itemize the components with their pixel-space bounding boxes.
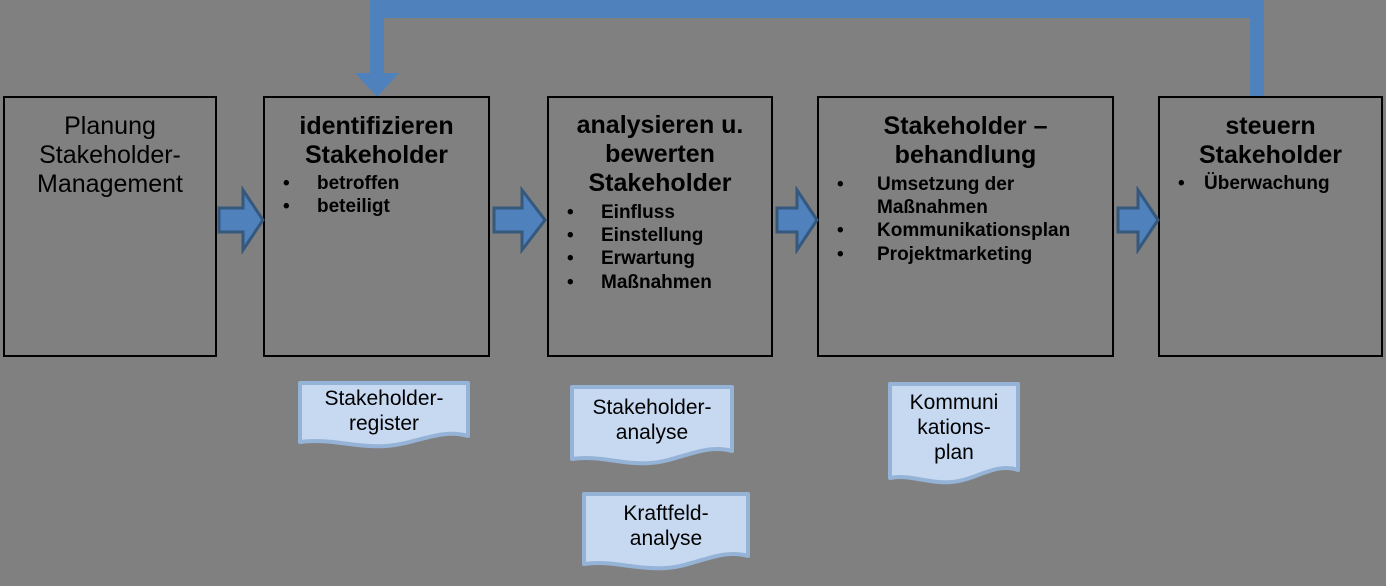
process-box-behandlung-title-line: behandlung	[894, 141, 1037, 169]
list-item: • betroffen	[265, 172, 488, 195]
arrow-behandlung-to-steuern	[1116, 186, 1160, 254]
list-item: • Einstellung	[549, 224, 771, 247]
list-item: • Projektmarketing	[819, 243, 1104, 266]
list-item-label: beteiligt	[317, 196, 390, 218]
process-box-identifizieren-bullets: • betroffen • beteiligt	[265, 172, 488, 218]
list-item: • Maßnahmen	[549, 271, 771, 294]
list-item: • Umsetzung der Maßnahmen	[819, 173, 1104, 219]
bullet-icon: •	[283, 196, 290, 218]
bullet-icon: •	[567, 225, 574, 247]
process-box-behandlung-bullets: • Umsetzung der Maßnahmen • Kommunikatio…	[819, 173, 1112, 266]
list-item: • Erwartung	[549, 247, 771, 270]
list-item-label: betroffen	[317, 173, 400, 194]
list-item: • Überwachung	[1160, 172, 1381, 195]
bullet-icon: •	[567, 271, 574, 293]
process-box-steuern[interactable]: steuern Stakeholder • Überwachung	[1158, 96, 1383, 357]
process-box-behandlung[interactable]: Stakeholder – behandlung • Umsetzung der…	[817, 96, 1114, 357]
process-box-analysieren-bullets: • Einfluss • Einstellung • Erwartung • M…	[549, 201, 771, 294]
document-kommunikationsplan[interactable]	[888, 382, 1020, 490]
process-box-identifizieren[interactable]: identifizieren Stakeholder • betroffen •…	[263, 96, 490, 357]
document-kraftfeldanalyse[interactable]	[582, 492, 750, 576]
process-box-analysieren-title-line: bewerten	[605, 140, 715, 168]
arrow-identifizieren-to-analysieren	[492, 186, 547, 254]
process-box-analysieren[interactable]: analysieren u. bewerten Stakeholder • Ei…	[547, 96, 773, 357]
list-item-label: Projektmarketing	[877, 243, 1033, 265]
process-box-behandlung-title-line: Stakeholder –	[883, 112, 1048, 140]
list-item: • Einfluss	[549, 201, 771, 224]
list-item: • beteiligt	[265, 195, 488, 218]
list-item-label: Maßnahmen	[601, 271, 712, 293]
list-item-label: Überwachung	[1204, 173, 1330, 194]
list-item-label: Erwartung	[601, 248, 695, 270]
process-box-steuern-title-line: steuern	[1225, 112, 1316, 140]
process-box-identifizieren-title-line: identifizieren	[299, 112, 454, 140]
process-box-planung-title-line: Planung	[64, 112, 156, 140]
bullet-icon: •	[283, 173, 290, 194]
document-stakeholderregister[interactable]	[298, 381, 470, 453]
process-box-identifizieren-title-line: Stakeholder	[304, 141, 449, 169]
bullet-icon: •	[837, 174, 844, 195]
process-box-analysieren-title-line: Stakeholder	[588, 169, 732, 197]
arrow-planung-to-identifizieren	[217, 186, 265, 254]
bullet-icon: •	[567, 248, 574, 270]
process-box-analysieren-title-line: analysieren u.	[576, 111, 744, 139]
bullet-icon: •	[567, 202, 574, 223]
process-box-steuern-bullets: • Überwachung	[1160, 172, 1381, 195]
bullet-icon: •	[837, 243, 844, 265]
process-box-planung-title-line: Management	[37, 170, 183, 198]
process-box-steuern-title-line: Stakeholder	[1198, 141, 1343, 169]
list-item-label: Einstellung	[601, 225, 704, 247]
list-item-label: Umsetzung der Maßnahmen	[877, 174, 1015, 219]
list-item-label: Kommunikationsplan	[877, 220, 1071, 242]
list-item: • Kommunikationsplan	[819, 219, 1104, 242]
bullet-icon: •	[1178, 173, 1185, 194]
list-item-label: Einfluss	[601, 202, 675, 223]
document-stakeholderanalyse[interactable]	[570, 385, 734, 471]
arrow-analysieren-to-behandlung	[775, 186, 819, 254]
process-box-planung[interactable]: Planung Stakeholder- Management	[3, 96, 217, 357]
bullet-icon: •	[837, 220, 844, 242]
process-box-planung-title-line: Stakeholder-	[39, 141, 181, 169]
